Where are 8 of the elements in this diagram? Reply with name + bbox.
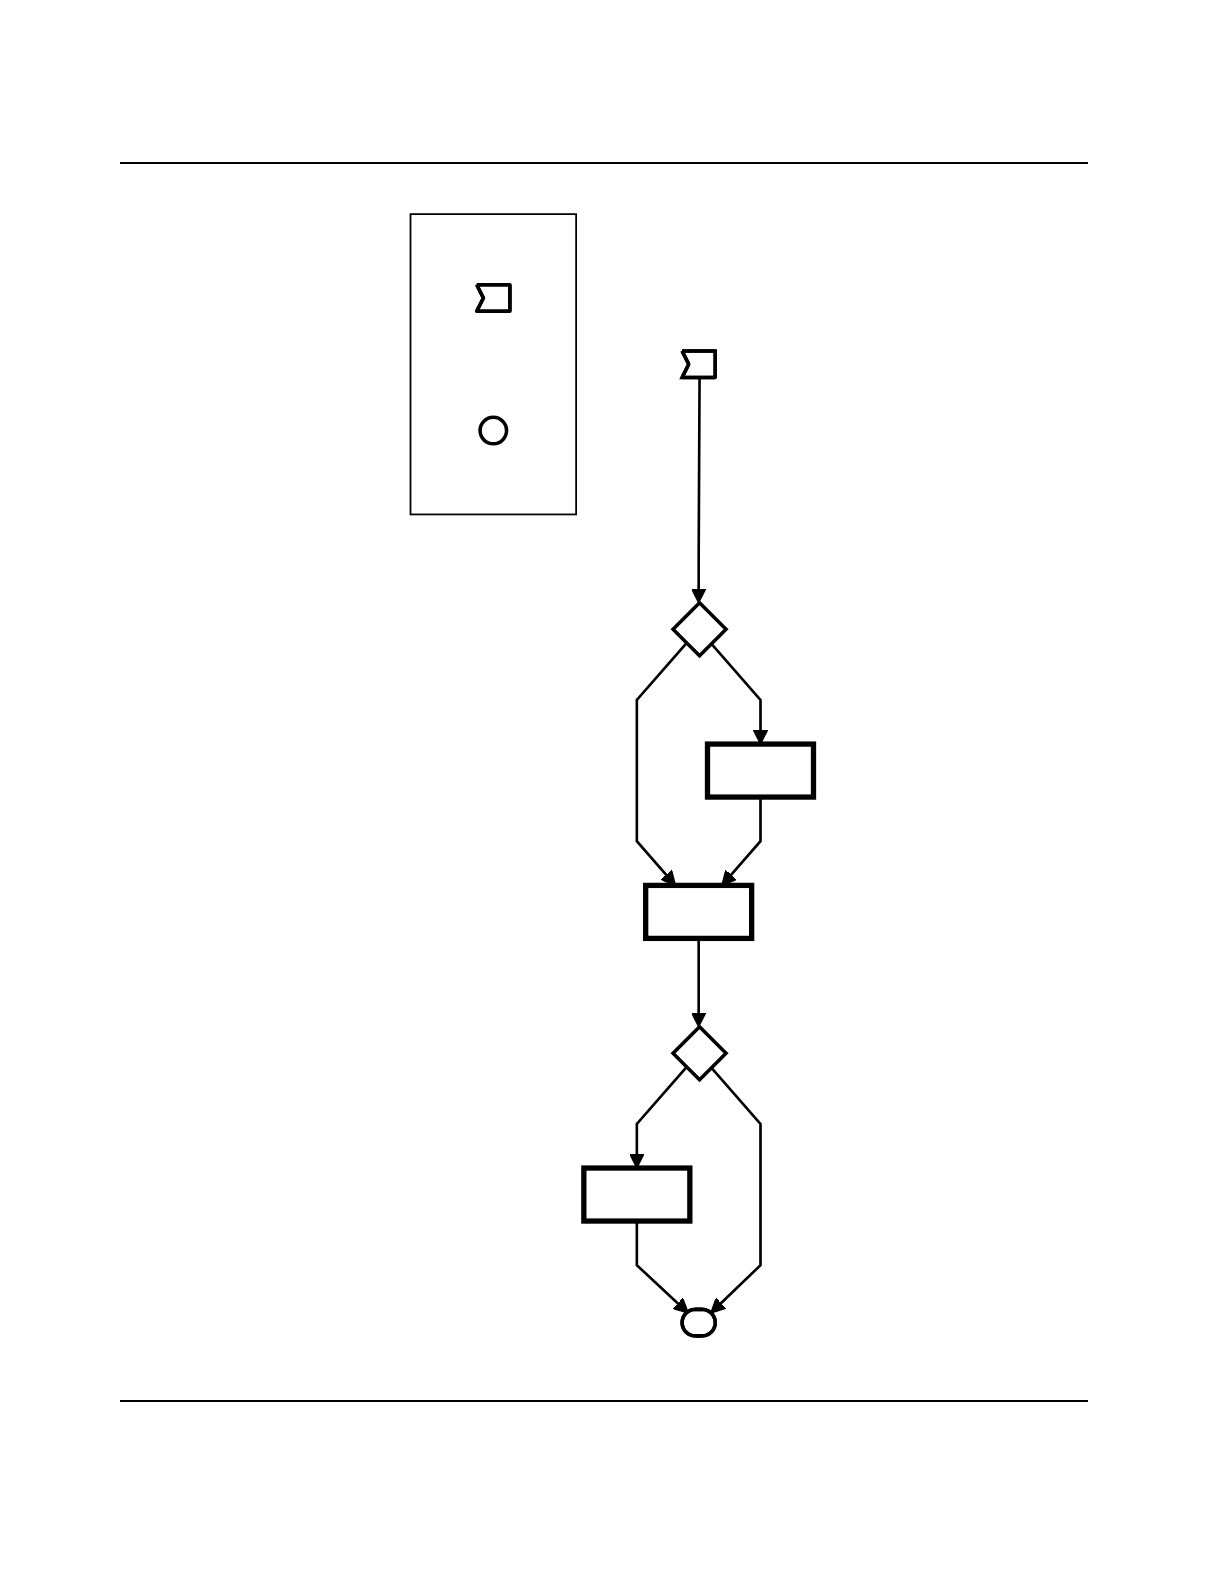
node-box <box>704 741 817 800</box>
node-box <box>581 1165 693 1224</box>
node-circle <box>478 415 509 446</box>
arrow <box>690 378 707 604</box>
node-box <box>643 882 755 942</box>
cluster <box>409 213 577 516</box>
node-diamond <box>670 1024 729 1083</box>
node-diamond <box>670 600 729 659</box>
